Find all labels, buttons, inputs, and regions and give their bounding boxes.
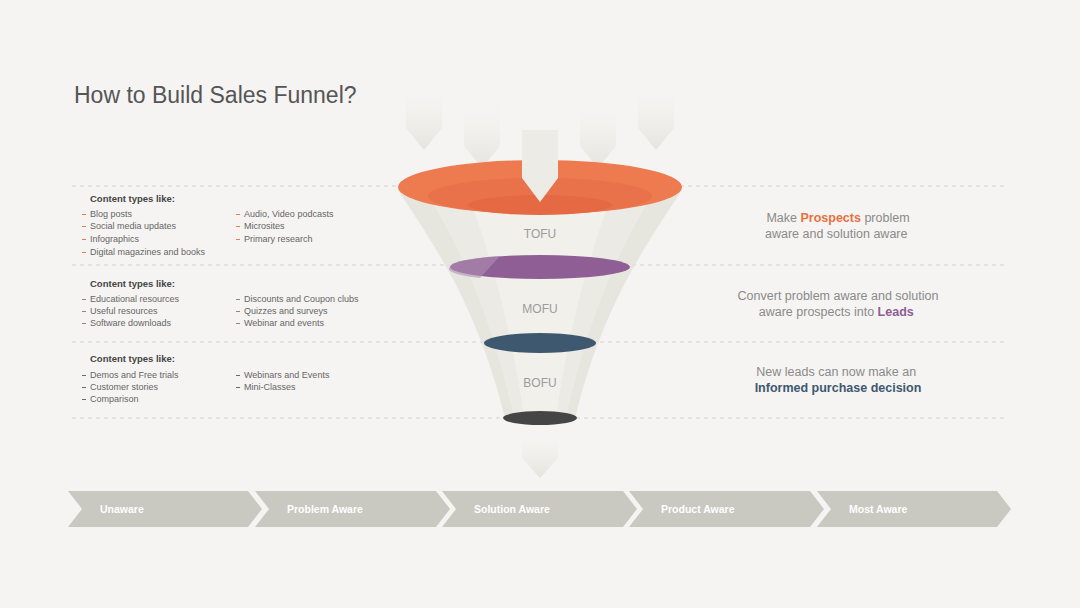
bullet-dash	[82, 239, 86, 240]
highlight-text: Leads	[878, 305, 914, 319]
diagram-title: How to Build Sales Funnel?	[74, 82, 357, 109]
content-item: Webinar and events	[244, 317, 324, 329]
content-item: Primary research	[244, 233, 313, 245]
stage-name: Most Aware	[849, 491, 907, 527]
bullet-dash	[82, 299, 86, 300]
stage-description: MakeProspectsproblem aware and solution …	[752, 210, 924, 242]
divider-line	[680, 185, 1008, 186]
divider-line	[72, 185, 400, 186]
content-item: Blog posts	[90, 208, 132, 220]
input-arrow	[522, 130, 558, 202]
input-arrow	[580, 96, 616, 168]
chevron-fill	[817, 491, 1011, 527]
divider-lines	[72, 186, 1008, 418]
chevron-shape	[68, 491, 262, 527]
content-item: Demos and Free trials	[90, 369, 179, 381]
stage-description: Convert problem aware and solution aware…	[725, 288, 951, 320]
content-item: Software downloads	[90, 317, 171, 329]
bullet-dash	[82, 399, 86, 400]
funnel-stage-band: BOFU	[490, 373, 590, 393]
input-arrow	[638, 82, 674, 150]
bullet-dash	[236, 299, 240, 300]
input-arrow	[406, 82, 442, 150]
chevron-shape	[817, 491, 1011, 527]
funnel-stage-label: BOFU	[490, 373, 590, 393]
stage-name: Solution Aware	[474, 491, 550, 527]
bofu-ellipse	[484, 333, 596, 353]
funnel-stage-label: TOFU	[490, 224, 590, 244]
awareness-chevron: Unaware	[68, 491, 262, 527]
stage-name: Problem Aware	[287, 491, 363, 527]
content-heading: Content types like:	[90, 353, 175, 365]
bullet-dash	[82, 387, 86, 388]
content-item: Customer stories	[90, 381, 158, 393]
bottom-ellipse	[503, 411, 577, 425]
bullet-dash	[236, 323, 240, 324]
bullet-dash	[82, 323, 86, 324]
chevron-fill	[442, 491, 637, 527]
bullet-dash	[236, 311, 240, 312]
output-arrow	[522, 428, 558, 478]
content-heading: Content types like:	[90, 193, 175, 205]
stage-name: Unaware	[100, 491, 144, 527]
input-arrow	[464, 96, 500, 168]
chevron-fill	[68, 491, 262, 527]
bullet-dash	[82, 252, 86, 253]
bullet-dash	[236, 214, 240, 215]
content-item: Infographics	[90, 233, 139, 245]
bullet-dash	[82, 214, 86, 215]
content-item: Comparison	[90, 393, 139, 405]
bullet-dash	[236, 226, 240, 227]
funnel-stage-band: MOFU	[490, 299, 590, 319]
bullet-dash	[82, 375, 86, 376]
awareness-chevron: Solution Aware	[442, 491, 637, 527]
content-item: Mini-Classes	[244, 381, 296, 393]
bullet-dash	[82, 226, 86, 227]
chevron-fill	[629, 491, 824, 527]
content-heading: Content types like:	[90, 278, 175, 290]
awareness-chevron: Product Aware	[629, 491, 824, 527]
funnel-body	[470, 200, 610, 418]
content-item: Digital magazines and books	[90, 246, 205, 258]
stage-name: Product Aware	[661, 491, 735, 527]
content-item: Quizzes and surveys	[244, 305, 328, 317]
content-item: Educational resources	[90, 293, 179, 305]
content-item: Webinars and Events	[244, 369, 329, 381]
stage-description: New leads can now make anInformed purcha…	[733, 364, 943, 396]
description-text: New leads can now make an	[756, 365, 916, 379]
content-item: Useful resources	[90, 305, 158, 317]
content-item: Microsites	[244, 220, 285, 232]
awareness-chevron: Problem Aware	[255, 491, 450, 527]
highlight-text: Prospects	[800, 211, 860, 225]
content-item: Social media updates	[90, 220, 176, 232]
bullet-dash	[236, 375, 240, 376]
highlight-text: Informed purchase decision	[733, 380, 943, 396]
chevron-fill	[255, 491, 450, 527]
funnel-body	[398, 190, 682, 418]
funnel-stage-band: TOFU	[490, 224, 590, 244]
bullet-dash	[236, 239, 240, 240]
content-item: Discounts and Coupon clubs	[244, 293, 359, 305]
mofu-highlight	[449, 256, 500, 278]
funnel-stage-label: MOFU	[490, 299, 590, 319]
awareness-chevron: Most Aware	[817, 491, 1011, 527]
bullet-dash	[236, 387, 240, 388]
content-item: Audio, Video podcasts	[244, 208, 333, 220]
funnel-body	[428, 196, 652, 418]
description-text: Make	[766, 211, 797, 225]
bullet-dash	[82, 311, 86, 312]
